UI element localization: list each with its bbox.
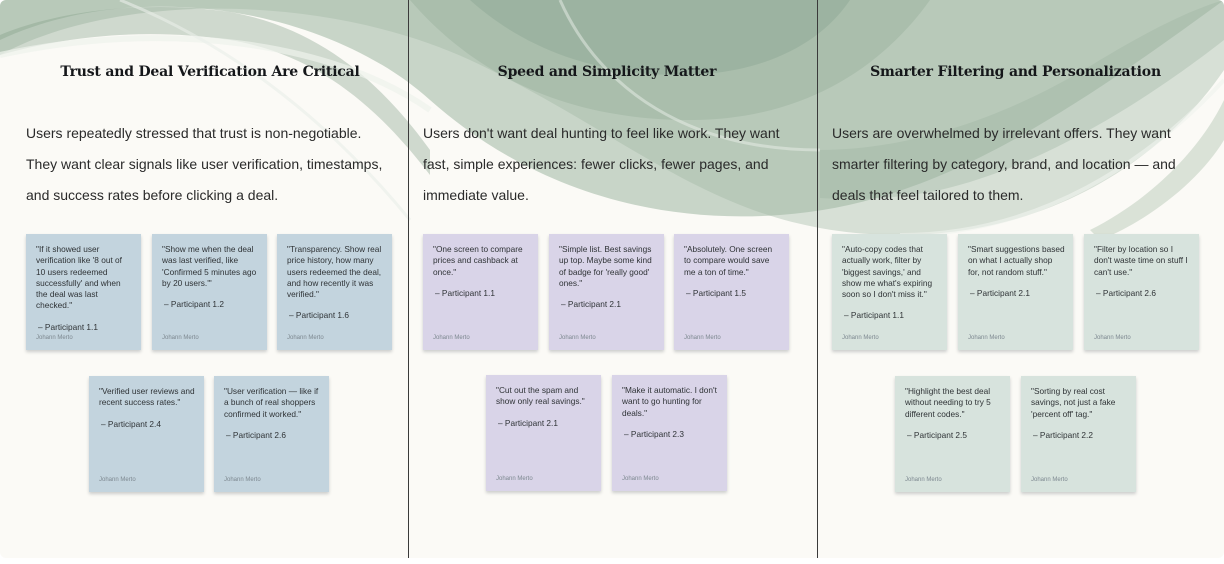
note-author: Johann Merto bbox=[99, 477, 136, 483]
description-line: immediate value. bbox=[423, 187, 529, 203]
sticky-note[interactable]: "Sorting by real cost savings, not just … bbox=[1021, 376, 1136, 492]
sticky-note[interactable]: "Auto-copy codes that actually work, fil… bbox=[832, 234, 947, 350]
sticky-note[interactable]: "Filter by location so I don't waste tim… bbox=[1084, 234, 1199, 350]
note-author: Johann Merto bbox=[968, 335, 1005, 341]
note-participant: – Participant 2.5 bbox=[907, 429, 967, 440]
description-line: fast, simple experiences: fewer clicks, … bbox=[423, 156, 769, 172]
description-line: They want clear signals like user verifi… bbox=[26, 156, 383, 172]
note-quote: "Transparency. Show real price history, … bbox=[287, 244, 382, 300]
note-quote: "Verified user reviews and recent succes… bbox=[99, 386, 195, 408]
note-participant: – Participant 1.1 bbox=[844, 310, 904, 321]
note-participant: – Participant 2.2 bbox=[1033, 429, 1093, 440]
note-author: Johann Merto bbox=[162, 335, 199, 341]
note-participant: – Participant 2.1 bbox=[970, 287, 1030, 298]
note-participant: – Participant 1.5 bbox=[686, 287, 746, 298]
note-participant: – Participant 1.2 bbox=[164, 299, 224, 310]
section-description-speed: Users don't want deal hunting to feel li… bbox=[423, 118, 803, 211]
description-line: Users don't want deal hunting to feel li… bbox=[423, 125, 780, 141]
note-author: Johann Merto bbox=[433, 335, 470, 341]
note-author: Johann Merto bbox=[1031, 477, 1068, 483]
sticky-note[interactable]: "Make it automatic. I don't want to go h… bbox=[612, 375, 727, 491]
section-description-trust: Users repeatedly stressed that trust is … bbox=[26, 118, 401, 211]
note-author: Johann Merto bbox=[905, 477, 942, 483]
note-author: Johann Merto bbox=[496, 476, 533, 482]
sticky-note[interactable]: "Simple list. Best savings up top. Maybe… bbox=[549, 234, 664, 350]
note-participant: – Participant 2.1 bbox=[498, 417, 558, 428]
sticky-note[interactable]: "Smart suggestions based on what I actua… bbox=[958, 234, 1073, 350]
note-participant: – Participant 2.4 bbox=[101, 418, 161, 429]
note-quote: "Sorting by real cost savings, not just … bbox=[1031, 386, 1116, 419]
sticky-note[interactable]: "Show me when the deal was last verified… bbox=[152, 234, 267, 350]
sticky-note[interactable]: "Absolutely. One screen to compare would… bbox=[674, 234, 789, 350]
description-line: deals that feel tailored to them. bbox=[832, 187, 1024, 203]
note-participant: – Participant 2.1 bbox=[561, 299, 621, 310]
note-quote: "User verification — like if a bunch of … bbox=[224, 386, 319, 419]
note-participant: – Participant 2.6 bbox=[1096, 287, 1156, 298]
sticky-note[interactable]: "User verification — like if a bunch of … bbox=[214, 376, 329, 492]
sticky-note[interactable]: "Verified user reviews and recent succes… bbox=[89, 376, 204, 492]
sticky-note[interactable]: "If it showed user verification like '8 … bbox=[26, 234, 141, 350]
note-quote: "Absolutely. One screen to compare would… bbox=[684, 244, 773, 277]
note-author: Johann Merto bbox=[1094, 335, 1131, 341]
section-description-filtering: Users are overwhelmed by irrelevant offe… bbox=[832, 118, 1212, 211]
note-participant: – Participant 1.1 bbox=[435, 287, 495, 298]
note-participant: – Participant 1.1 bbox=[38, 321, 98, 332]
sticky-note[interactable]: "Transparency. Show real price history, … bbox=[277, 234, 392, 350]
section-title-filtering: Smarter Filtering and Personalization bbox=[870, 64, 1161, 80]
note-quote: "One screen to compare prices and cashba… bbox=[433, 244, 523, 277]
note-author: Johann Merto bbox=[684, 335, 721, 341]
column-divider bbox=[408, 0, 409, 558]
sticky-note[interactable]: "Highlight the best deal without needing… bbox=[895, 376, 1010, 492]
note-quote: "Make it automatic. I don't want to go h… bbox=[622, 385, 717, 418]
note-quote: "Show me when the deal was last verified… bbox=[162, 244, 257, 288]
note-quote: "Simple list. Best savings up top. Maybe… bbox=[559, 244, 652, 288]
note-quote: "Smart suggestions based on what I actua… bbox=[968, 244, 1065, 277]
description-line: and success rates before clicking a deal… bbox=[26, 187, 279, 203]
note-author: Johann Merto bbox=[622, 476, 659, 482]
description-line: Users are overwhelmed by irrelevant offe… bbox=[832, 125, 1171, 141]
note-participant: – Participant 2.3 bbox=[624, 428, 684, 439]
sticky-note[interactable]: "One screen to compare prices and cashba… bbox=[423, 234, 538, 350]
note-author: Johann Merto bbox=[287, 335, 324, 341]
section-title-trust: Trust and Deal Verification Are Critical bbox=[60, 64, 360, 80]
note-participant: – Participant 2.6 bbox=[226, 429, 286, 440]
note-quote: "Cut out the spam and show only real sav… bbox=[496, 385, 585, 407]
note-quote: "Highlight the best deal without needing… bbox=[905, 386, 991, 419]
note-quote: "Auto-copy codes that actually work, fil… bbox=[842, 244, 933, 300]
note-author: Johann Merto bbox=[224, 477, 261, 483]
note-author: Johann Merto bbox=[36, 335, 73, 341]
note-author: Johann Merto bbox=[842, 335, 879, 341]
section-title-speed: Speed and Simplicity Matter bbox=[497, 64, 717, 80]
note-author: Johann Merto bbox=[559, 335, 596, 341]
sticky-note[interactable]: "Cut out the spam and show only real sav… bbox=[486, 375, 601, 491]
note-quote: "If it showed user verification like '8 … bbox=[36, 244, 122, 311]
description-line: Users repeatedly stressed that trust is … bbox=[26, 125, 362, 141]
note-quote: "Filter by location so I don't waste tim… bbox=[1094, 244, 1188, 277]
note-participant: – Participant 1.6 bbox=[289, 310, 349, 321]
description-line: smarter filtering by category, brand, an… bbox=[832, 156, 1176, 172]
column-divider bbox=[817, 0, 818, 558]
